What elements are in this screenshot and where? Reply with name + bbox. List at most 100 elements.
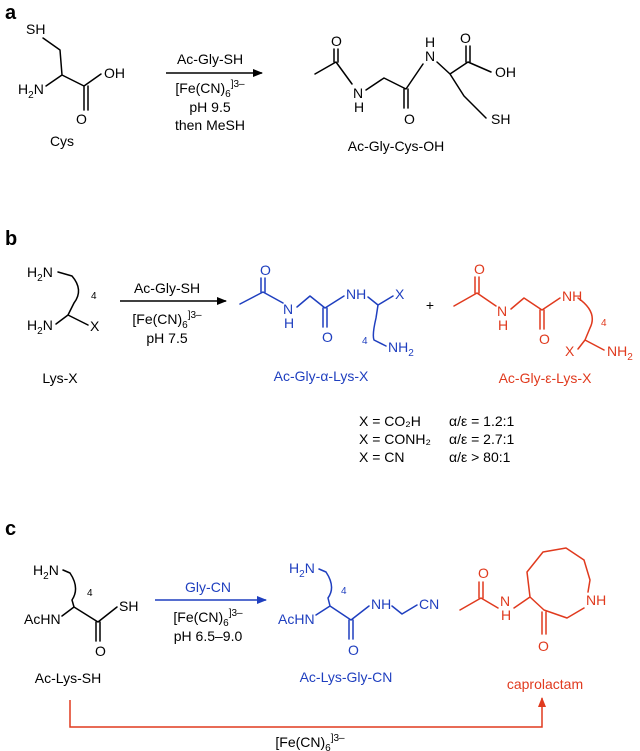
pa-acid-oh-atom: OH — [495, 64, 516, 80]
pc-o-atom: O — [95, 643, 106, 659]
pb-eps-chain-4: 4 — [601, 318, 607, 329]
pa-sh-atom: SH — [491, 111, 510, 127]
table-ratio-3: α/ε > 80:1 — [449, 449, 511, 465]
pc-blue-cn-atom: CN — [419, 596, 439, 612]
panel-a-title: a — [5, 2, 17, 24]
panel-c-reagent-1: Gly-CN — [185, 579, 231, 595]
pc-red-nh1-n-atom: N — [500, 593, 510, 609]
table-x-3: X = CN — [359, 449, 405, 465]
pb-eps-x-atom: X — [565, 343, 575, 359]
cys-structure: SH H2N OH O — [18, 21, 125, 127]
cys-sh-atom: SH — [26, 21, 45, 37]
pb-alpha-nh1-h-atom: H — [284, 315, 294, 331]
ac-gly-eps-lys-x-label: Ac-Gly-ε-Lys-X — [499, 370, 592, 386]
panel-a-reagent-2: [Fe(CN)6]3– — [175, 79, 245, 100]
pc-achn-atom: AcHN — [24, 611, 61, 627]
pc-blue-amine-atom: H2N — [289, 560, 315, 580]
pc-red-ac-o-atom: O — [478, 565, 489, 581]
pb-alpha-ac-o-atom: O — [260, 262, 271, 278]
pb-eps-nh1-n-atom: N — [497, 303, 507, 319]
cys-label: Cys — [50, 133, 74, 149]
pb-alpha-chain-4: 4 — [362, 336, 368, 347]
ac-gly-cys-oh-structure: O N H O H N O OH SH — [314, 30, 516, 127]
cys-amine-atom: H2N — [18, 81, 44, 101]
pa-nh1-h-atom: H — [354, 99, 364, 115]
cys-carbonyl-o-atom: O — [76, 111, 87, 127]
pc-red-bonds — [459, 547, 591, 635]
pa-gly-o-atom: O — [404, 111, 415, 127]
ac-gly-alpha-lys-x-label: Ac-Gly-α-Lys-X — [274, 368, 369, 384]
lys-amine-eps-atom: H2N — [27, 264, 53, 284]
pc-blue-bonds — [315, 568, 418, 640]
lys-x-atom: X — [90, 318, 100, 334]
pb-alpha-amine-atom: NH2 — [388, 339, 414, 359]
panel-a-reagent-3: pH 9.5 — [189, 99, 230, 115]
ac-lys-gly-cn-structure: H2N 4 AcHN NH CN O — [278, 560, 439, 658]
pb-eps-ac-o-atom: O — [474, 261, 485, 277]
panel-a-reagent-4: then MeSH — [175, 117, 245, 133]
pc-red-ring-o-atom: O — [538, 638, 549, 654]
pc-amine-atom: H2N — [33, 562, 59, 582]
pb-alpha-gly-o-atom: O — [322, 329, 333, 345]
ac-gly-eps-lys-x-structure: O N H O NH 4 X NH2 — [453, 261, 633, 363]
table-ratio-1: α/ε = 1.2:1 — [449, 413, 515, 429]
panel-a-reagent-1: Ac-Gly-SH — [177, 51, 243, 67]
pc-blue-achn-atom: AcHN — [278, 611, 315, 627]
pc-blue-o-atom: O — [348, 642, 359, 658]
panel-b-reagent-1: Ac-Gly-SH — [134, 280, 200, 296]
panel-b: b H2N 4 H2N X Lys-X Ac-Gly-SH [Fe(CN)6]3… — [5, 228, 633, 465]
pb-alpha-x-atom: X — [395, 286, 405, 302]
pb-eps-bonds — [453, 276, 605, 351]
lys-x-label: Lys-X — [42, 370, 78, 386]
panel-c: c H2N 4 AcHN SH O Ac-Lys-SH Gly-CN [Fe(C… — [5, 518, 606, 751]
pc-red-ring-nh-atom: NH — [586, 592, 606, 608]
lys-x-bonds — [55, 271, 89, 326]
caprolactam-label: caprolactam — [507, 676, 583, 692]
pc-sh-atom: SH — [119, 598, 138, 614]
plus-sign: + — [426, 297, 434, 313]
lys-x-structure: H2N 4 H2N X — [27, 264, 100, 337]
pa-ac-o-atom: O — [331, 33, 342, 49]
pa-nh1-n-atom: N — [353, 85, 363, 101]
panel-c-red-arrow — [69, 697, 546, 728]
pb-alpha-bonds — [239, 277, 394, 347]
pc-chain-4: 4 — [87, 588, 93, 599]
ac-gly-alpha-lys-x-structure: O N H O NH X 4 NH2 — [239, 262, 414, 359]
pb-eps-nh1-h-atom: H — [498, 317, 508, 333]
ac-lys-sh-label: Ac-Lys-SH — [35, 670, 101, 686]
pa-nh2-h-atom: H — [425, 34, 435, 50]
table-x-1: X = CO₂H — [359, 413, 421, 429]
caprolactam-structure: O N H NH O — [459, 547, 606, 654]
pc-red-nh1-h-atom: H — [501, 607, 511, 623]
ac-lys-sh-structure: H2N 4 AcHN SH O — [24, 562, 138, 659]
panel-a: a SH H2N OH O Cys Ac-Gly-SH [Fe(CN)6]3– … — [5, 2, 516, 154]
pb-alpha-nh2-atom: NH — [346, 286, 366, 302]
panel-c-reagent-3: pH 6.5–9.0 — [174, 628, 243, 644]
lys-chain-4: 4 — [91, 291, 97, 302]
pc-blue-chain-4: 4 — [341, 586, 347, 597]
pa-nh2-n-atom: N — [425, 48, 435, 64]
pb-eps-amine-atom: NH2 — [607, 343, 633, 363]
cys-oh-atom: OH — [104, 65, 125, 81]
panel-c-bottom-reagent: [Fe(CN)6]3– — [275, 733, 345, 751]
panel-b-title: b — [5, 228, 17, 250]
pc-blue-nh-atom: NH — [371, 596, 391, 612]
panel-b-reagent-2: [Fe(CN)6]3– — [132, 310, 202, 331]
pb-alpha-nh1-n-atom: N — [283, 301, 293, 317]
table-ratio-2: α/ε = 2.7:1 — [449, 431, 515, 447]
panel-c-title: c — [5, 518, 16, 540]
ac-lys-gly-cn-label: Ac-Lys-Gly-CN — [300, 669, 393, 685]
panel-c-reagent-2: [Fe(CN)6]3– — [173, 608, 243, 629]
pc-reactant-bonds — [61, 569, 118, 642]
panel-b-reagent-3: pH 7.5 — [146, 330, 187, 346]
selectivity-table: X = CO₂H α/ε = 1.2:1 X = CONH₂ α/ε = 2.7… — [359, 413, 515, 465]
lys-amine-alpha-atom: H2N — [27, 317, 53, 337]
pb-eps-gly-o-atom: O — [539, 331, 550, 347]
pa-acid-o-atom: O — [460, 30, 471, 46]
ac-gly-cys-oh-label: Ac-Gly-Cys-OH — [348, 138, 444, 154]
table-x-2: X = CONH₂ — [359, 431, 431, 447]
pa-bonds — [314, 45, 492, 119]
cys-bonds — [42, 37, 102, 111]
pb-eps-nh2-atom: NH — [562, 288, 582, 304]
